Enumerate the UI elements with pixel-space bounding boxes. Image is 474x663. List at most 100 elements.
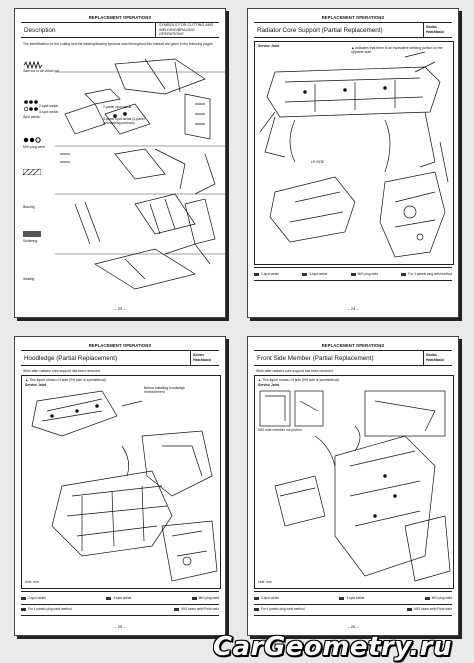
watermark-logo: CarGeometry.ru	[212, 632, 452, 662]
spot-weld-symbol-icon	[23, 100, 38, 112]
radiator-core-support-drawing	[259, 51, 449, 258]
callout-label: 2-panel spot welds	[103, 105, 132, 109]
hoodledge-drawing	[31, 390, 218, 582]
service-joint-label: Service Joint	[258, 44, 280, 48]
legend-swatch-icon	[302, 272, 308, 276]
cut-symbol-icon	[23, 61, 43, 69]
legend-item: 3-spot welds	[113, 596, 132, 600]
page-number: – 26 –	[347, 624, 359, 629]
page-number: – 24 –	[347, 306, 359, 311]
symbol-label: 2-spot welds	[39, 104, 59, 108]
symbol-label: MIG plug weld	[23, 145, 45, 149]
page-title: Description	[24, 26, 56, 34]
symbol-label: Spot welds	[23, 115, 40, 119]
legend-swatch-icon	[174, 607, 180, 611]
soldering-icon	[23, 231, 41, 237]
legend-swatch-icon	[401, 272, 407, 276]
manual-page-24: REPLACEMENT OPERATIONS Radiator Core Sup…	[247, 8, 459, 318]
legend-swatch-icon	[254, 272, 259, 276]
legend-item: For 4 panels plug weld method	[408, 272, 452, 276]
legend-swatch-icon	[21, 607, 26, 611]
page-title: Front Side Member (Partial Replacement)	[257, 354, 374, 362]
legend-item: MIG seam weld Point weld	[181, 607, 219, 611]
legend-swatch-icon	[350, 272, 356, 276]
figure-note: ▲ This figure shows LH side (RH side is …	[25, 378, 107, 382]
weld-legend: 2-spot welds 3-spot welds MIG plug weld	[21, 591, 219, 605]
mig-plug-weld-icon	[23, 137, 41, 143]
legend-item: For 4 panels plug weld method	[28, 607, 72, 611]
symbol-label: Saw cut or air chisel cut	[23, 69, 59, 73]
legend-item: 2-spot welds	[261, 596, 279, 600]
lh-side-label: LH SIDE	[311, 160, 325, 164]
page-number: – 23 –	[114, 306, 126, 311]
diagram-frame: ▲ This figure shows LH side (RH side is …	[254, 375, 454, 589]
legend-swatch-icon	[424, 596, 430, 600]
figure-note: ▲ This figure shows LH side (RH side is …	[258, 378, 340, 382]
legend-item: MIG seam weld Point weld	[414, 607, 452, 611]
page-title: Radiator Core Support (Partial Replaceme…	[257, 26, 383, 34]
brazing-icon	[23, 169, 41, 175]
body-type-sedan: Sedan	[426, 353, 437, 358]
section-header: REPLACEMENT OPERATIONS	[321, 343, 385, 348]
section-header: REPLACEMENT OPERATIONS	[321, 15, 385, 20]
callout-label: 3-panel spot welds (2-panel overlapping …	[103, 117, 145, 125]
legend-swatch-icon	[407, 607, 413, 611]
body-type-hatchback: Hatchback	[193, 358, 212, 362]
legend-item: MIG plug weld	[198, 596, 219, 600]
body-type-label: Sedan Hatchback	[190, 351, 219, 365]
weld-legend-row2: For 4 panels plug weld method MIG seam w…	[21, 603, 219, 616]
legend-swatch-icon	[254, 607, 259, 611]
weld-legend: 2-spot welds 3-spot welds MIG plug weld	[254, 591, 452, 605]
manual-page-26: REPLACEMENT OPERATIONS Front Side Member…	[247, 336, 459, 636]
legend-swatch-icon	[254, 596, 259, 600]
body-type-sedan: Sedan	[193, 353, 204, 358]
weld-legend-row2: For 4 panels plug weld method MIG seam w…	[254, 603, 452, 616]
welding-illustrations	[55, 58, 225, 290]
legend-swatch-icon	[21, 596, 26, 600]
symbol-label: 3-spot welds	[39, 110, 59, 114]
legend-item: 3-spot welds	[346, 596, 365, 600]
unit-label: Unit: mm	[25, 580, 39, 584]
page-title: Hoodledge (Partial Replacement)	[24, 354, 118, 362]
front-side-member-drawing	[259, 390, 451, 582]
service-joint-label: Service Joint	[25, 383, 47, 387]
page-header: Radiator Core Support (Partial Replaceme…	[254, 22, 452, 38]
bullet-note: Work after radiator core support has bee…	[256, 369, 334, 373]
legend-swatch-icon	[339, 596, 345, 600]
symbol-label: Sealing	[23, 277, 35, 281]
weld-legend: 2-spot welds 3-spot welds MIG plug weld …	[254, 267, 452, 281]
section-header: REPLACEMENT OPERATIONS	[88, 343, 152, 348]
legend-item: MIG plug weld	[357, 272, 378, 276]
legend-swatch-icon	[191, 596, 197, 600]
body-type-hatchback: Hatchback	[426, 358, 445, 362]
page-number: – 25 –	[114, 624, 126, 629]
page-header: Description SYMBOLS FOR CUTTING AND WELD…	[21, 22, 219, 38]
bullet-note: Work after radiator core support has bee…	[23, 369, 101, 373]
section-header: REPLACEMENT OPERATIONS	[88, 15, 152, 20]
manual-page-23: REPLACEMENT OPERATIONS Description SYMBO…	[14, 8, 226, 318]
equivalent-note: ▲ indicates that there is an equivalent …	[351, 46, 443, 54]
legend-item: 3-spot welds	[309, 272, 328, 276]
legend-swatch-icon	[106, 596, 112, 600]
symbol-label: Soldering	[23, 239, 38, 243]
symbol-label: Brazing	[23, 205, 35, 209]
before-installing-note: Before installing hoodledge reinforcemen…	[144, 386, 185, 394]
diagram-frame: ▲ This figure shows LH side (RH side is …	[21, 375, 221, 589]
page-subtitle: SYMBOLS FOR CUTTING AND WELDING/BRAZING …	[155, 23, 219, 37]
page-header: Hoodledge (Partial Replacement) Sedan Ha…	[21, 350, 219, 366]
body-type-sedan: Sedan	[426, 25, 437, 30]
body-type-label: Sedan Hatchback	[423, 351, 452, 365]
legend-item: 2-spot welds	[261, 272, 279, 276]
body-type-label: Sedan Hatchback	[423, 23, 452, 37]
unit-label: Unit: mm	[258, 580, 272, 584]
page-header: Front Side Member (Partial Replacement) …	[254, 350, 452, 366]
cut-portion-label: MIG side member cut portion	[258, 428, 302, 432]
legend-item: 2-spot welds	[28, 596, 46, 600]
body-type-hatchback: Hatchback	[426, 30, 445, 34]
intro-text: The identification for the cutting and t…	[23, 42, 214, 46]
diagram-frame: Service Joint ▲ indicates that there is …	[254, 41, 454, 265]
legend-item: For 4 panels plug weld method	[261, 607, 305, 611]
legend-item: MIG plug weld	[431, 596, 452, 600]
manual-page-25: REPLACEMENT OPERATIONS Hoodledge (Partia…	[14, 336, 226, 636]
service-joint-label: Service Joint	[258, 383, 280, 387]
